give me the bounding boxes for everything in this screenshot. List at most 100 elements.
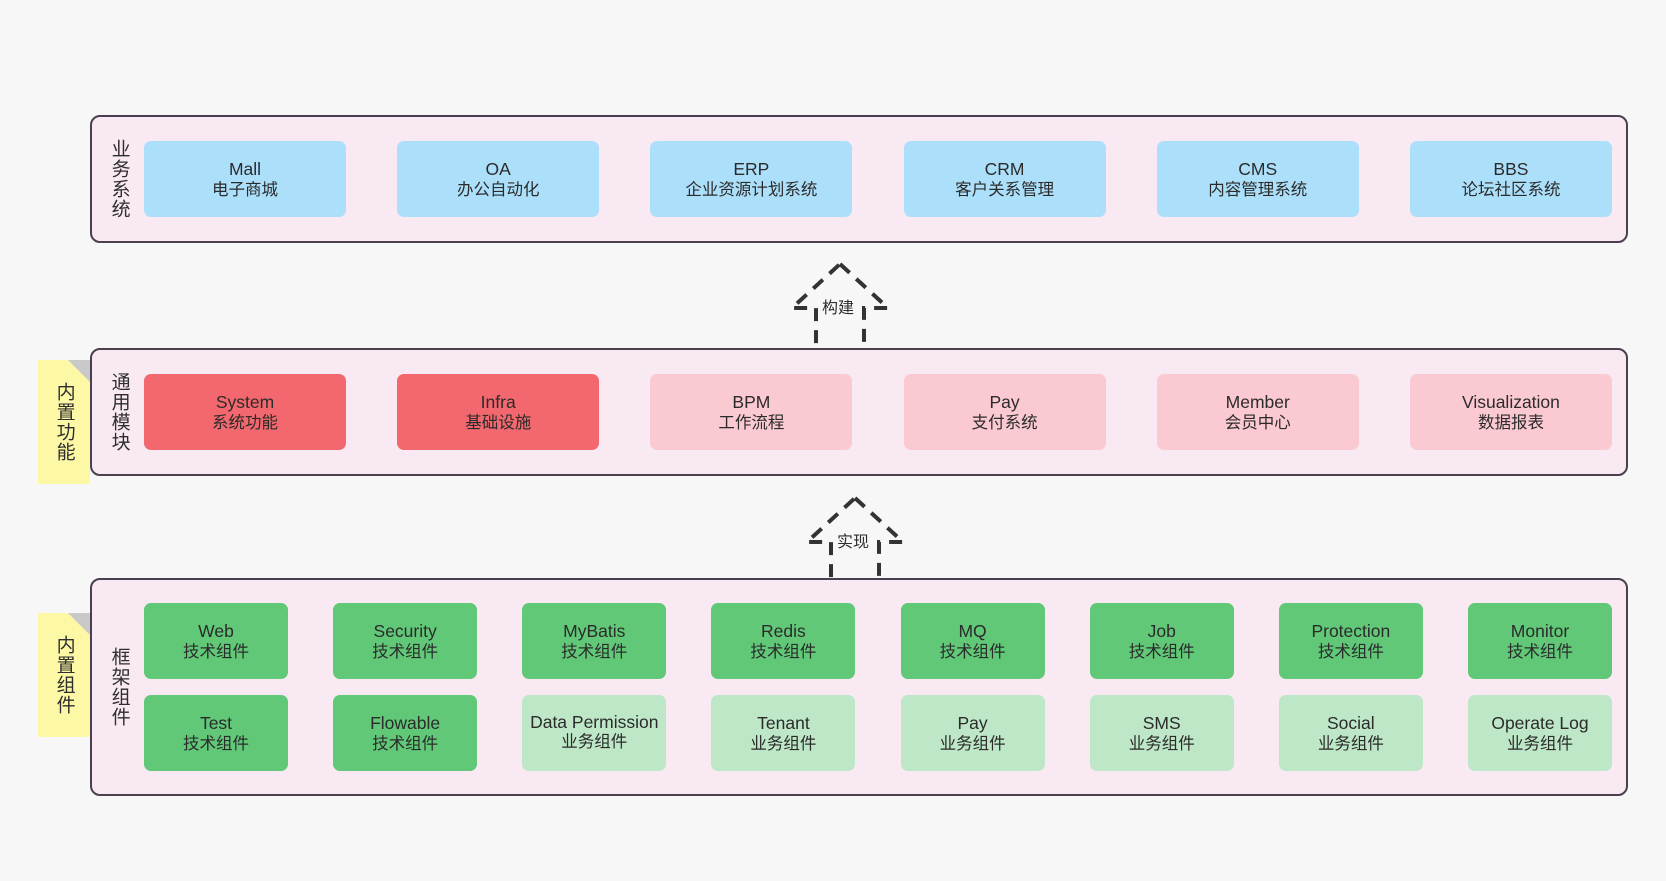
node-protection[interactable]: Protection 技术组件 — [1278, 603, 1423, 679]
node-mall[interactable]: Mall 电子商城 — [144, 141, 346, 217]
node-title: SMS — [1142, 712, 1181, 733]
node-title: Mall — [228, 158, 262, 179]
node-title: Protection — [1311, 620, 1391, 641]
node-monitor[interactable]: Monitor 技术组件 — [1467, 603, 1612, 679]
note-label: 内置组件 — [53, 635, 75, 715]
node-title: Security — [373, 620, 437, 641]
node-bpm[interactable]: BPM 工作流程 — [650, 374, 853, 450]
node-title: BBS — [1493, 158, 1529, 179]
node-sms[interactable]: SMS 业务组件 — [1089, 695, 1234, 771]
node-subtitle: 技术组件 — [183, 642, 249, 661]
node-title: Job — [1147, 620, 1176, 641]
node-title: Pay — [957, 712, 988, 733]
node-subtitle: 技术组件 — [750, 642, 817, 661]
node-title: Monitor — [1510, 620, 1570, 641]
node-subtitle: 基础设施 — [465, 413, 532, 432]
node-oa[interactable]: OA 办公自动化 — [397, 141, 600, 217]
node-title: Infra — [480, 391, 516, 412]
arrow-build: 构建 — [770, 258, 910, 358]
node-test[interactable]: Test 技术组件 — [144, 695, 288, 771]
node-pay-business[interactable]: Pay 业务组件 — [900, 695, 1045, 771]
layer-common-module: 通用模块 System 系统功能 Infra 基础设施 BPM 工作流程 — [90, 348, 1628, 476]
node-security[interactable]: Security 技术组件 — [333, 603, 478, 679]
node-subtitle: 数据报表 — [1477, 413, 1544, 432]
node-subtitle: 技术组件 — [372, 642, 439, 661]
node-subtitle: 业务组件 — [561, 733, 628, 752]
node-title: Test — [199, 712, 233, 733]
node-title: System — [215, 391, 275, 412]
layer-framework-component: 框架组件 Web 技术组件 Security 技术组件 MyBatis 技术组件 — [90, 578, 1628, 796]
node-flowable[interactable]: Flowable 技术组件 — [333, 695, 478, 771]
node-subtitle: 业务组件 — [1128, 734, 1195, 753]
node-subtitle: 技术组件 — [1317, 642, 1384, 661]
node-subtitle: 工作流程 — [718, 413, 785, 432]
node-title: Operate Log — [1491, 712, 1589, 733]
node-subtitle: 业务组件 — [1317, 734, 1384, 753]
node-subtitle: 论坛社区系统 — [1461, 180, 1561, 199]
arrow-build-label: 构建 — [822, 300, 855, 317]
node-tenant[interactable]: Tenant 业务组件 — [711, 695, 856, 771]
layer-business-system: 业务系统 Mall 电子商城 OA 办公自动化 ERP 企业资源计划系统 — [90, 115, 1628, 243]
node-title: BPM — [732, 391, 771, 412]
node-subtitle: 办公自动化 — [456, 180, 540, 199]
node-redis[interactable]: Redis 技术组件 — [711, 603, 856, 679]
node-system[interactable]: System 系统功能 — [144, 374, 346, 450]
node-subtitle: 系统功能 — [212, 413, 278, 432]
node-subtitle: 业务组件 — [750, 734, 817, 753]
node-erp[interactable]: ERP 企业资源计划系统 — [650, 141, 853, 217]
node-title: MQ — [958, 620, 987, 641]
layer-body-business-system: Mall 电子商城 OA 办公自动化 ERP 企业资源计划系统 CRM 客户关系… — [136, 117, 1626, 241]
node-title: Tenant — [757, 712, 810, 733]
node-subtitle: 技术组件 — [939, 642, 1006, 661]
node-row: Test 技术组件 Flowable 技术组件 Data Permission … — [144, 695, 1612, 771]
node-mybatis[interactable]: MyBatis 技术组件 — [522, 603, 667, 679]
node-subtitle: 会员中心 — [1224, 413, 1291, 432]
node-subtitle: 技术组件 — [372, 734, 439, 753]
node-title: Member — [1225, 391, 1290, 412]
node-title: Redis — [761, 620, 806, 641]
node-title: MyBatis — [563, 620, 626, 641]
node-bbs[interactable]: BBS 论坛社区系统 — [1409, 141, 1612, 217]
node-title: CRM — [984, 158, 1025, 179]
node-title: Visualization — [1461, 391, 1560, 412]
node-title: OA — [485, 158, 511, 179]
node-data-permission[interactable]: Data Permission 业务组件 — [522, 695, 667, 771]
layer-title-business-system: 业务系统 — [108, 139, 130, 219]
node-cms[interactable]: CMS 内容管理系统 — [1156, 141, 1359, 217]
arrow-implement: 实现 — [785, 492, 925, 592]
node-title: CMS — [1238, 158, 1278, 179]
node-member[interactable]: Member 会员中心 — [1156, 374, 1359, 450]
node-mq[interactable]: MQ 技术组件 — [900, 603, 1045, 679]
node-web[interactable]: Web 技术组件 — [144, 603, 288, 679]
node-subtitle: 电子商城 — [212, 180, 278, 199]
node-crm[interactable]: CRM 客户关系管理 — [903, 141, 1106, 217]
layer-body-framework-component: Web 技术组件 Security 技术组件 MyBatis 技术组件 Redi… — [136, 580, 1626, 794]
node-title: Flowable — [370, 712, 441, 733]
arrow-implement-label: 实现 — [837, 534, 870, 551]
node-subtitle: 客户关系管理 — [955, 180, 1055, 199]
node-title: Web — [198, 620, 234, 641]
note-fold-corner-icon — [68, 613, 90, 635]
node-subtitle: 技术组件 — [1506, 642, 1573, 661]
node-social[interactable]: Social 业务组件 — [1278, 695, 1423, 771]
node-pay[interactable]: Pay 支付系统 — [903, 374, 1106, 450]
note-builtin-feature: 内置功能 — [38, 360, 90, 484]
node-subtitle: 业务组件 — [939, 734, 1006, 753]
node-row: System 系统功能 Infra 基础设施 BPM 工作流程 Pay 支付系统 — [144, 374, 1612, 450]
node-job[interactable]: Job 技术组件 — [1089, 603, 1234, 679]
node-operate-log[interactable]: Operate Log 业务组件 — [1467, 695, 1612, 771]
node-title: Pay — [989, 391, 1020, 412]
note-label: 内置功能 — [53, 382, 75, 462]
node-visualization[interactable]: Visualization 数据报表 — [1409, 374, 1612, 450]
layer-title-framework-component: 框架组件 — [108, 647, 130, 727]
node-title: Social — [1327, 712, 1375, 733]
layer-title-common-module: 通用模块 — [108, 372, 130, 452]
note-builtin-component: 内置组件 — [38, 613, 90, 737]
node-subtitle: 技术组件 — [183, 734, 249, 753]
node-subtitle: 内容管理系统 — [1208, 180, 1308, 199]
node-subtitle: 业务组件 — [1506, 734, 1573, 753]
node-infra[interactable]: Infra 基础设施 — [397, 374, 600, 450]
node-title: ERP — [733, 158, 770, 179]
node-subtitle: 技术组件 — [561, 642, 628, 661]
